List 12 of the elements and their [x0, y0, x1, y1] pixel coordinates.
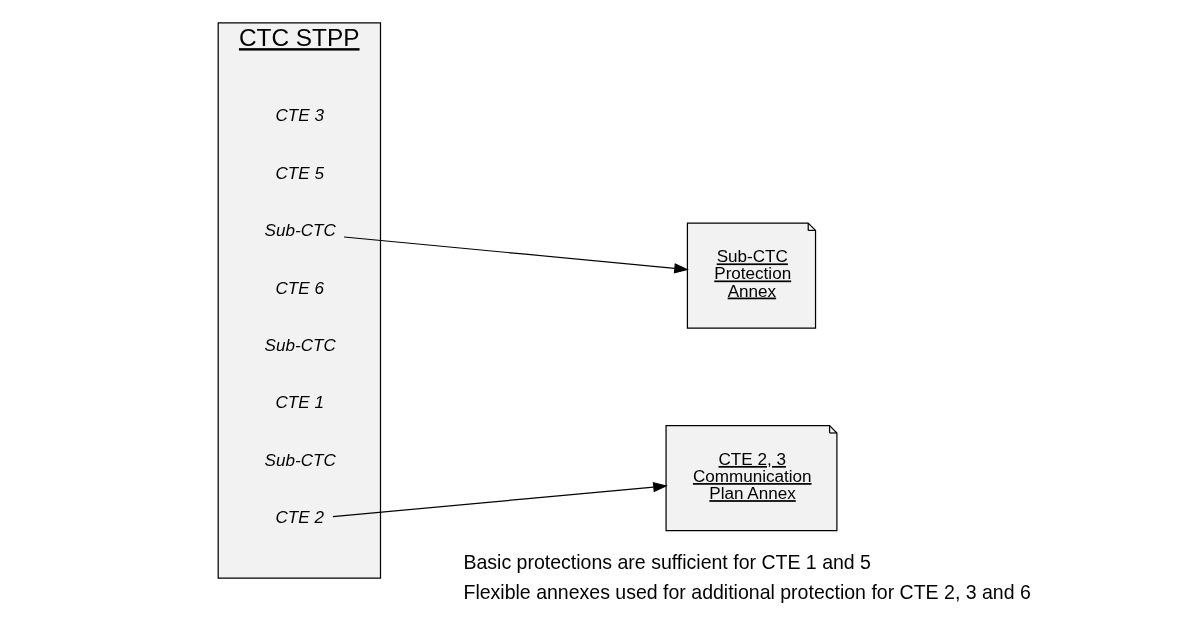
node-text: CTE 1 [275, 393, 324, 413]
label: Basic protections are sufficient for CTE 1 and 5 [463, 551, 871, 574]
node-text: CTE 6 [275, 278, 324, 298]
node-text: CTE 5 [275, 163, 324, 183]
node-text: Sub-CTC [264, 450, 336, 470]
node-text: CTE 2 [275, 507, 324, 527]
arrow [332, 481, 668, 518]
node-text: CTE 3 [275, 106, 324, 126]
label: Flexible annexes used for additional protection for CTE 2, 3 and 6 [463, 580, 1031, 603]
node-text: Sub-CTC [264, 335, 336, 355]
arrow [343, 236, 689, 274]
node-text: Sub-CTC [264, 221, 336, 241]
